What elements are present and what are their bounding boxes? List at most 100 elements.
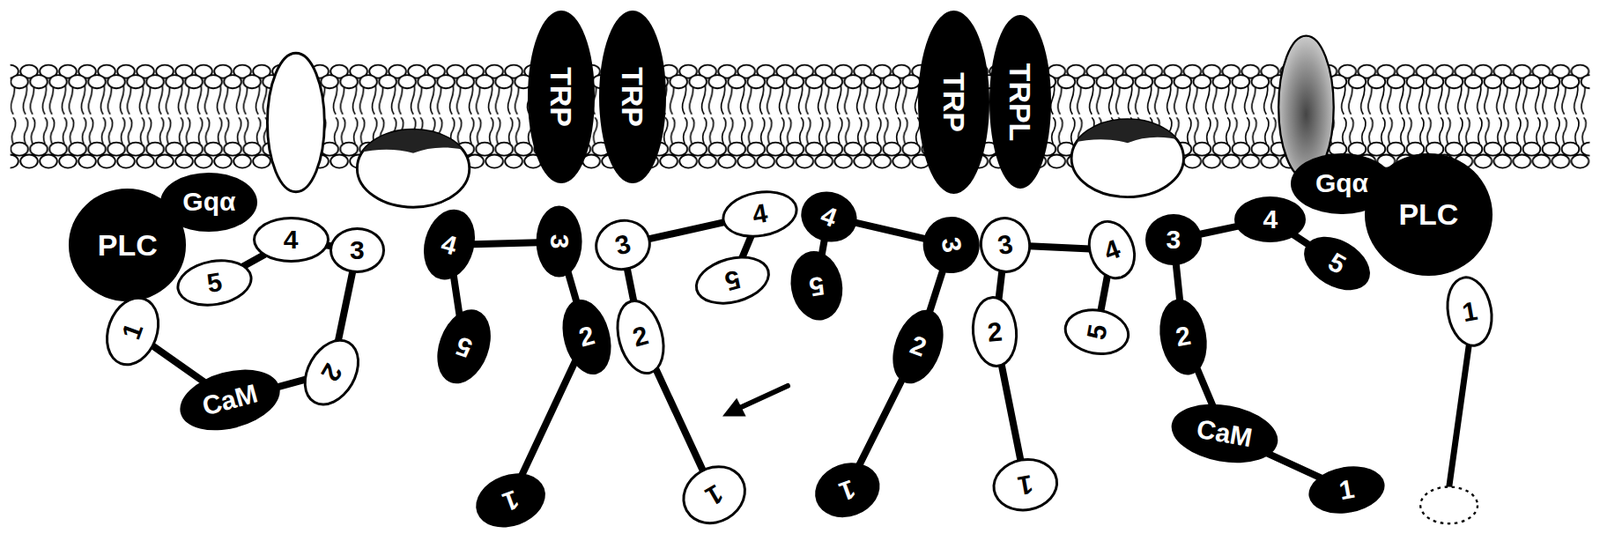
peptide-chain bbox=[243, 254, 265, 267]
node-label: 2 bbox=[629, 322, 652, 352]
node-label: 3 bbox=[546, 234, 573, 250]
peptide-chain bbox=[1001, 364, 1022, 461]
node-label: 4 bbox=[816, 201, 840, 232]
peptide-chain bbox=[648, 222, 726, 239]
node-label: 5 bbox=[807, 271, 827, 300]
pdz-domain: 2 bbox=[292, 329, 371, 416]
peptide-chain bbox=[859, 378, 903, 465]
pdz-domain: 1 bbox=[671, 453, 757, 536]
peptide-chain bbox=[1267, 453, 1321, 478]
node-label: 2 bbox=[1174, 322, 1194, 351]
node-label: 1 bbox=[1459, 296, 1480, 326]
trpl-channel: TRPL bbox=[989, 14, 1051, 189]
node-label: PLC bbox=[1398, 199, 1459, 230]
peptide-chain bbox=[1449, 341, 1470, 489]
pdz-domain: 3 bbox=[536, 206, 583, 278]
node-label: TRP bbox=[939, 72, 970, 133]
pdz-domain: 5 bbox=[1059, 303, 1134, 360]
pdz-domain: 5 bbox=[1294, 225, 1379, 302]
peptide-chain bbox=[277, 379, 306, 388]
pointer-arrow bbox=[722, 385, 788, 417]
node-label: PLC bbox=[97, 229, 158, 260]
pdz-domain: 1 bbox=[807, 453, 888, 526]
node-label: Gqα bbox=[1315, 170, 1369, 197]
pdz-domain: 2 bbox=[969, 294, 1022, 370]
node-label: 3 bbox=[995, 230, 1015, 260]
peptide-chain bbox=[152, 345, 204, 382]
node-label: 2 bbox=[576, 322, 598, 352]
peptide-chain bbox=[453, 275, 460, 316]
peptide-chain bbox=[472, 242, 538, 245]
pdz-domain: 1 bbox=[96, 288, 169, 374]
pdz-domain: 1 bbox=[1304, 460, 1389, 519]
peptide-chain bbox=[568, 272, 578, 302]
node-label: 3 bbox=[1166, 226, 1182, 253]
peptide-chain bbox=[1100, 275, 1108, 312]
peptide-chain bbox=[1199, 226, 1238, 235]
pdz-domain: 3 bbox=[1145, 214, 1202, 266]
pkc-protein bbox=[356, 129, 469, 208]
truncated-domain bbox=[1420, 487, 1478, 525]
node-label: CaM bbox=[199, 379, 260, 420]
g-protein: Gqα bbox=[1290, 153, 1393, 215]
pdz-domain: 3 bbox=[329, 227, 386, 274]
node-label: 4 bbox=[283, 226, 299, 253]
pdz-domain: 3 bbox=[588, 213, 657, 277]
node-label: 1 bbox=[835, 474, 859, 505]
node-label: 4 bbox=[750, 200, 771, 229]
node-label: TRP bbox=[546, 66, 577, 127]
peptide-chain bbox=[627, 267, 634, 301]
node-label: 2 bbox=[986, 318, 1004, 346]
pdz-domain: 4 bbox=[793, 184, 864, 250]
node-label: 1 bbox=[498, 485, 522, 516]
pdz-domain: 5 bbox=[172, 253, 257, 312]
pkc-protein bbox=[1071, 119, 1184, 198]
peptide-chain bbox=[999, 270, 1003, 299]
pdz-domain: 5 bbox=[428, 302, 501, 392]
node-label: 5 bbox=[1082, 322, 1112, 342]
pdz-domain: 4 bbox=[1234, 196, 1306, 243]
node-label: 4 bbox=[438, 229, 460, 260]
pdz-domain: 3 bbox=[975, 213, 1036, 278]
peptide-chain bbox=[1197, 369, 1214, 407]
pdz-domain: 2 bbox=[608, 293, 674, 379]
pdz-domain: 1 bbox=[1440, 272, 1498, 351]
pdz-domain: 2 bbox=[1154, 295, 1213, 379]
peptide-chain bbox=[854, 222, 926, 239]
pdz-domain: 1 bbox=[988, 452, 1064, 517]
peptide-chain bbox=[521, 361, 575, 475]
node-label: TRPL bbox=[1005, 62, 1036, 141]
node-label: 4 bbox=[1263, 206, 1279, 233]
node-label: CaM bbox=[1194, 415, 1255, 452]
node-label: 1 bbox=[701, 480, 727, 511]
pdz-domain: 5 bbox=[785, 246, 848, 325]
pdz-domain: 1 bbox=[467, 463, 553, 536]
peptide-chain bbox=[655, 369, 704, 472]
node-label: 2 bbox=[316, 359, 347, 386]
pdz-domain: 2 bbox=[883, 303, 954, 391]
trp-channel: TRP bbox=[527, 10, 594, 185]
node-label: 3 bbox=[349, 237, 365, 264]
node-label: 5 bbox=[722, 266, 744, 296]
peptide-chain bbox=[338, 270, 354, 341]
pdz-domain: 4 bbox=[252, 216, 330, 263]
node-label: TRP bbox=[617, 66, 648, 127]
receptor-protein bbox=[266, 52, 325, 193]
node-label: 5 bbox=[1323, 248, 1349, 279]
g-protein: Gqα bbox=[160, 172, 258, 232]
calmodulin: CaM bbox=[1166, 396, 1282, 471]
pdz-domain: 4 bbox=[415, 204, 482, 287]
pdz-domain: 2 bbox=[555, 293, 620, 379]
node-label: 1 bbox=[1337, 475, 1357, 504]
peptide-chain bbox=[1029, 245, 1091, 249]
node-label: 5 bbox=[204, 268, 224, 297]
pdz-domain: 4 bbox=[1080, 213, 1145, 287]
node-label: Gqα bbox=[182, 188, 236, 215]
pdz-domain: 3 bbox=[918, 212, 985, 278]
peptide-chain bbox=[741, 236, 751, 259]
node-label: 3 bbox=[936, 235, 965, 255]
node-label: 4 bbox=[1100, 235, 1124, 266]
node-label: 1 bbox=[118, 319, 149, 343]
node-label: 5 bbox=[452, 332, 476, 363]
